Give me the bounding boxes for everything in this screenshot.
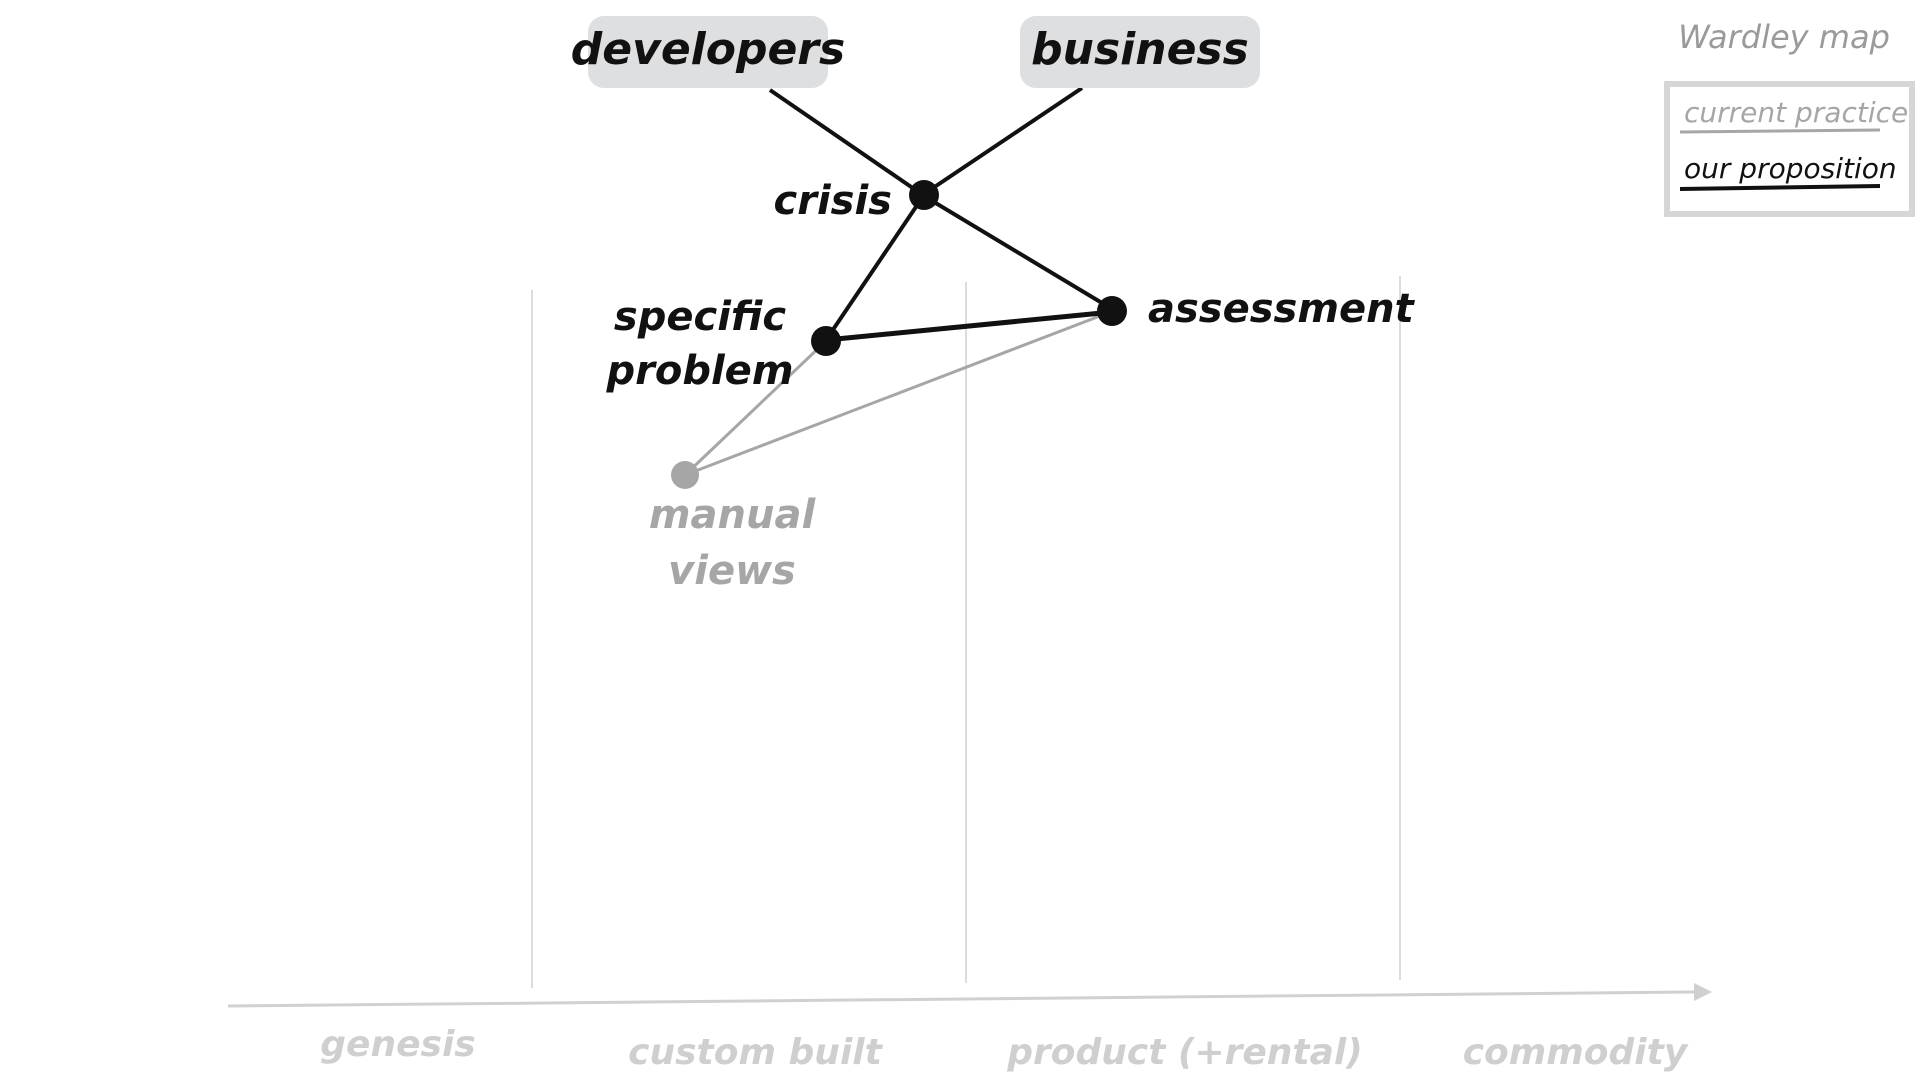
link-specific-problem-assessment: [825, 309, 1113, 343]
axis-line: [227, 990, 1695, 1008]
legend-box: [1664, 81, 1915, 217]
label-specific-problem-line1: specific: [614, 294, 786, 340]
label-assessment: assessment: [1148, 286, 1416, 332]
link-crisis-assessment: [922, 194, 1114, 311]
link-crisis-specific-problem: [824, 193, 926, 342]
link-developers-crisis: [768, 88, 922, 195]
node-manual-views: [671, 461, 699, 489]
user-box-developers: [588, 16, 828, 88]
label-specific-problem-line2: problem: [606, 348, 794, 394]
axis-arrowhead-icon: [1694, 983, 1712, 1001]
user-business: business: [1020, 16, 1260, 88]
legend-our-proposition: our proposition: [1684, 152, 1897, 185]
label-crisis: crisis: [774, 178, 892, 224]
link-assessment-manual-views: [684, 309, 1114, 477]
map-title: Wardley map: [1678, 18, 1890, 56]
legend: current practice our proposition: [1664, 81, 1915, 217]
user-box-business: [1020, 16, 1260, 88]
link-business-crisis: [928, 86, 1084, 192]
legend-current-line: [1679, 128, 1881, 134]
stage-label-genesis: genesis: [320, 1024, 475, 1065]
stage-label-product: product (+rental): [1006, 1032, 1362, 1073]
user-developers: developers: [571, 16, 845, 88]
node-specific-problem: [811, 326, 841, 356]
node-crisis: [909, 180, 939, 210]
legend-current-practice: current practice: [1684, 96, 1908, 129]
label-manual-views-line2: views: [668, 548, 796, 594]
evolution-axis: [227, 983, 1712, 1008]
link-specific-problem-manual-views: [683, 340, 827, 477]
node-assessment: [1097, 296, 1127, 326]
label-manual-views-line1: manual: [649, 492, 817, 538]
user-label-business: business: [1031, 24, 1249, 75]
user-label-developers: developers: [571, 24, 845, 75]
legend-proposition-line: [1679, 184, 1881, 191]
stage-label-custom-built: custom built: [628, 1032, 883, 1073]
stage-label-commodity: commodity: [1463, 1032, 1689, 1073]
